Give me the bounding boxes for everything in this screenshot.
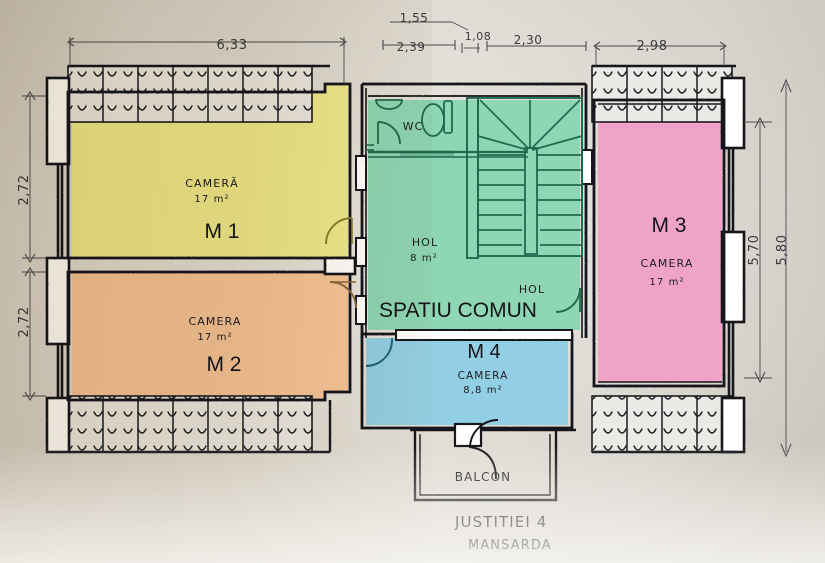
document-subtitle: MANSARDA xyxy=(468,538,552,553)
wall-left-lower xyxy=(45,396,71,454)
room-M4-fill xyxy=(366,338,568,425)
room-M1-fill xyxy=(72,84,348,258)
room-M2-area: 17 m² xyxy=(197,332,232,343)
dim-left-2: 2,72 xyxy=(17,307,32,338)
room-M1-code: M 1 xyxy=(204,220,239,243)
balcony-label: BALCON xyxy=(455,470,512,484)
wall-left-upper xyxy=(45,76,71,166)
wc-label: WC xyxy=(403,120,424,133)
room-M3-name: CAMERA xyxy=(641,257,694,270)
toilet-icon xyxy=(421,103,445,137)
staircase xyxy=(466,97,583,259)
room-M1-area: 17 m² xyxy=(194,194,229,205)
hol-area: 8 m² xyxy=(410,253,438,264)
door-M1 xyxy=(325,217,353,245)
room-M3-area: 17 m² xyxy=(649,277,684,288)
dimension-lines xyxy=(22,21,792,458)
wall-left-mid xyxy=(45,256,71,346)
room-fills xyxy=(72,84,722,425)
dim-left-1: 2,72 xyxy=(17,175,32,206)
room-M4-area: 8,8 m² xyxy=(463,385,502,396)
room-M2-fill xyxy=(72,272,348,400)
wall-right-lower xyxy=(720,396,746,454)
dim-top-1: 6,33 xyxy=(217,38,248,53)
room-M4-name: CAMERA xyxy=(458,370,509,382)
dim-top-6: 2,98 xyxy=(637,39,668,54)
hol-label: HOL xyxy=(412,236,438,249)
dim-top-3: 2,39 xyxy=(397,40,426,54)
door-swings-3 xyxy=(377,121,581,313)
common-space-label: SPATIU COMUN xyxy=(379,299,537,322)
dim-top-5: 2,30 xyxy=(514,33,543,47)
room-M2-code: M 2 xyxy=(206,353,241,376)
roof-slope-hatching xyxy=(67,65,733,453)
door-wc xyxy=(377,121,401,145)
door-swings xyxy=(325,217,353,245)
room-M2-name: CAMERA xyxy=(189,315,242,328)
door-swings-4 xyxy=(365,338,393,367)
document-title: JUSTITIEI 4 xyxy=(454,513,547,531)
dim-top-2: 1,55 xyxy=(400,11,429,25)
cistern-icon xyxy=(443,100,453,134)
hol-label-2: HOL xyxy=(519,283,545,296)
door-swings-2 xyxy=(329,281,357,309)
room-M3-fill xyxy=(598,104,722,382)
dim-top-4: 1,08 xyxy=(465,30,492,43)
room-M1-name: CAMERĂ xyxy=(185,177,238,190)
room-M3-code: M 3 xyxy=(651,214,686,237)
room-M4-code: M 4 xyxy=(467,341,500,363)
door-M4 xyxy=(365,339,393,367)
dim-right-1: 5,70 xyxy=(747,235,762,266)
dim-right-2: 5,80 xyxy=(775,235,790,266)
sink-icon xyxy=(375,99,403,110)
